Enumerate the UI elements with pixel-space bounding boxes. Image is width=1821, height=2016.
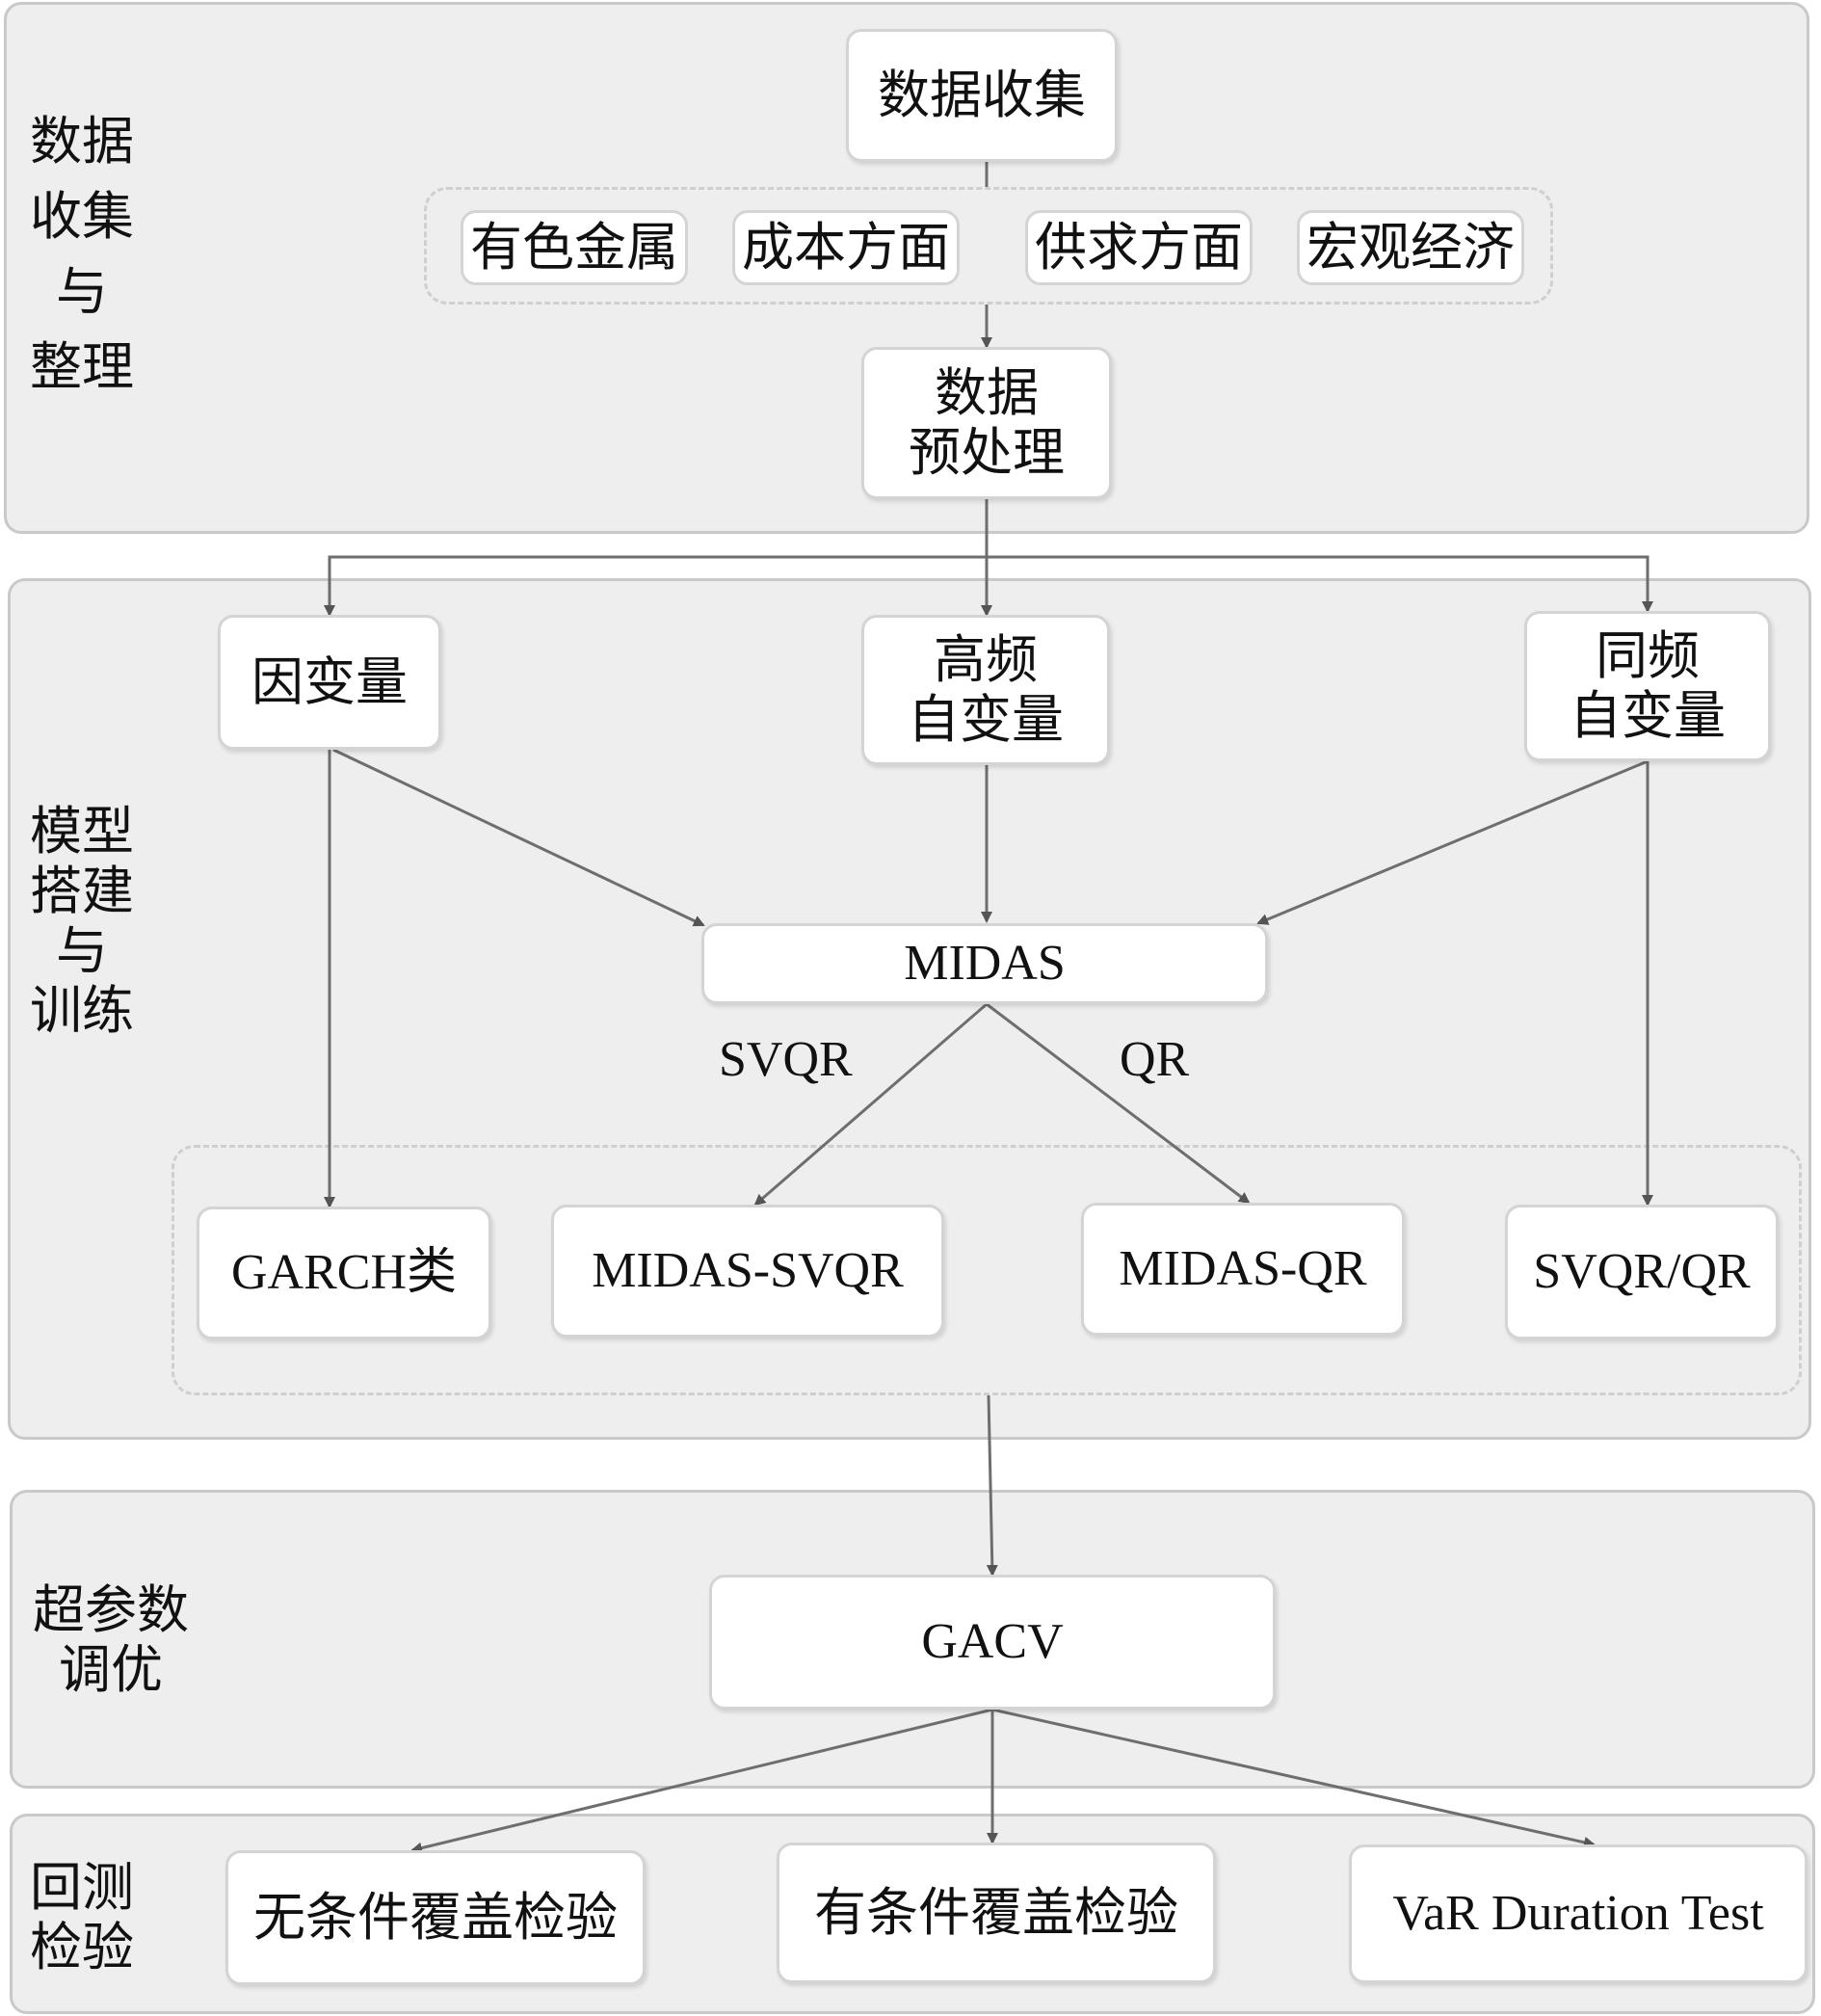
node-var-duration-test: VaR Duration Test bbox=[1349, 1844, 1808, 1983]
node-gacv: GACV bbox=[709, 1575, 1276, 1710]
edge-label-qr: QR bbox=[1120, 1032, 1190, 1087]
section-label-modeling: 模型 搭建 与 训练 bbox=[30, 801, 134, 1041]
node-conditional-coverage: 有条件覆盖检验 bbox=[777, 1843, 1216, 1983]
edge-branch-left bbox=[324, 555, 987, 617]
node-unconditional-coverage: 无条件覆盖检验 bbox=[225, 1850, 646, 1985]
section-label-backtest: 回测 检验 bbox=[30, 1857, 134, 1977]
node-garch: GARCH类 bbox=[197, 1207, 491, 1340]
section-label-tuning: 超参数 调优 bbox=[33, 1579, 189, 1700]
node-high-freq-independent: 高频 自变量 bbox=[861, 615, 1110, 765]
edge-models-to-gacv bbox=[986, 1394, 998, 1577]
edge-label-svqr: SVQR bbox=[719, 1032, 853, 1087]
node-dependent-variable: 因变量 bbox=[218, 615, 441, 750]
edge-midas-to-midas-svqr bbox=[753, 1002, 988, 1207]
edge-midas-to-midas-qr bbox=[986, 1002, 1251, 1205]
model-output-group bbox=[172, 1145, 1802, 1395]
node-cost-side: 成本方面 bbox=[732, 210, 960, 285]
edge-branch-right bbox=[987, 555, 1653, 613]
node-macro-economy: 宏观经济 bbox=[1297, 210, 1524, 285]
node-svqr-qr: SVQR/QR bbox=[1505, 1205, 1779, 1340]
node-nonferrous-metals: 有色金属 bbox=[461, 210, 688, 285]
node-same-freq-independent: 同频 自变量 bbox=[1524, 611, 1771, 761]
section-label-collection: 数据 收集 与 整理 bbox=[30, 111, 134, 397]
data-source-group bbox=[424, 187, 1553, 305]
edge-samefreq-to-midas bbox=[1256, 759, 1649, 925]
edge-gacv-to-var-duration bbox=[991, 1708, 1596, 1848]
edge-gacv-to-unconditional bbox=[410, 1708, 993, 1854]
node-data-collection: 数据收集 bbox=[846, 29, 1118, 162]
node-preprocessing: 数据 预处理 bbox=[861, 347, 1112, 499]
node-midas-qr: MIDAS-QR bbox=[1081, 1203, 1405, 1336]
edge-dependent-to-midas bbox=[332, 748, 705, 927]
node-midas-svqr: MIDAS-SVQR bbox=[551, 1205, 944, 1338]
node-supply-demand: 供求方面 bbox=[1025, 210, 1253, 285]
node-midas: MIDAS bbox=[701, 923, 1268, 1004]
